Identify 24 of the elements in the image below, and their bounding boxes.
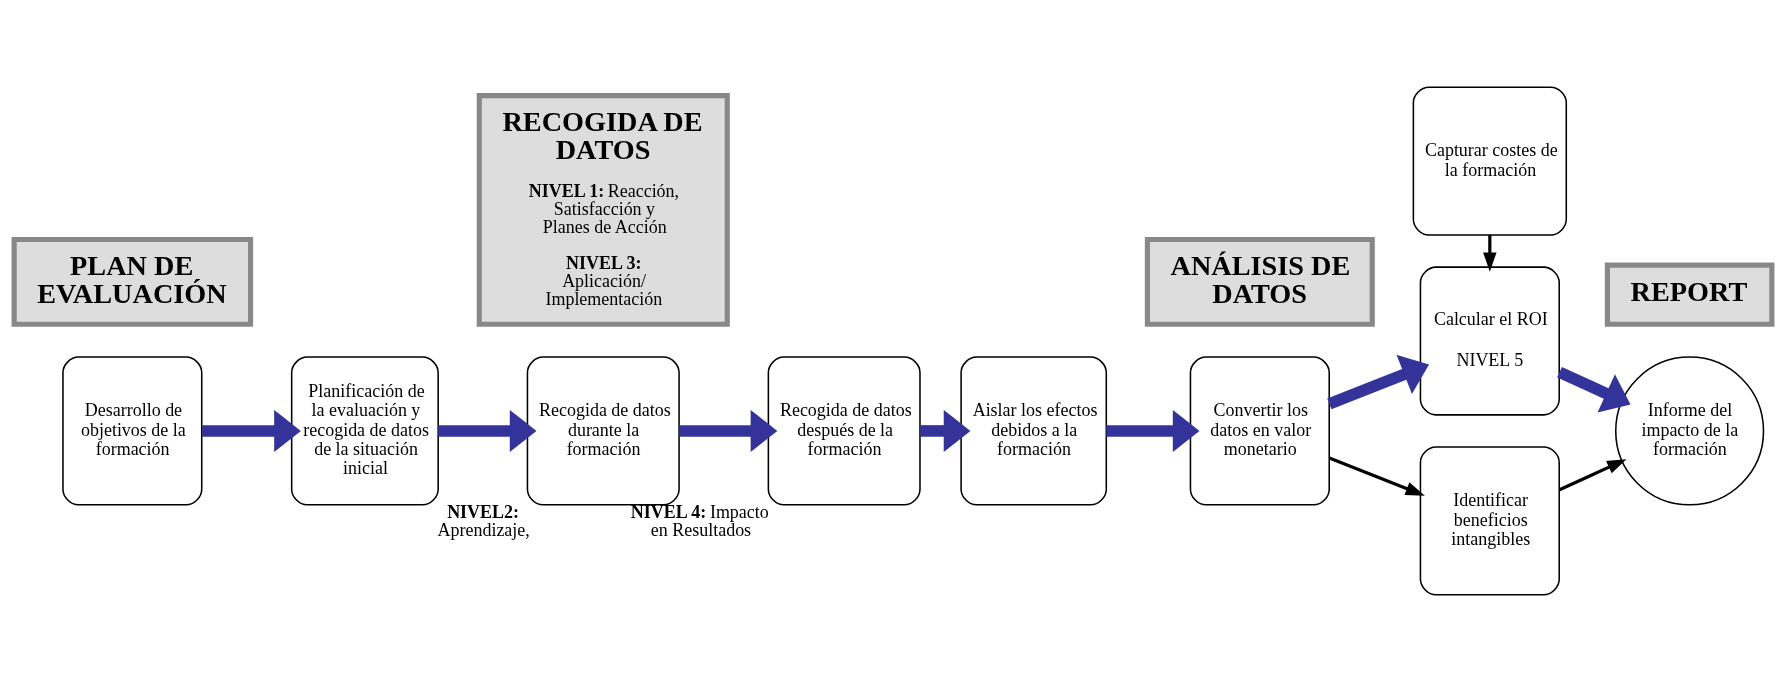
arrow <box>437 409 536 452</box>
node-box: Recogida de datos durante la formación <box>526 355 680 506</box>
arrow <box>1326 354 1429 409</box>
arrow <box>1328 455 1425 496</box>
node-box: Identificar beneficios intangibles <box>1419 445 1560 596</box>
node-box: Desarrollo de objetivos de la formación <box>61 355 202 506</box>
arrow <box>678 409 777 452</box>
node-box: Calcular el ROI NIVEL 5 <box>1419 265 1560 416</box>
arrow <box>919 409 970 452</box>
node-box: Convertir los datos en valor monetario <box>1189 355 1330 506</box>
node-circle: Informe del impacto de la formación <box>1614 355 1764 506</box>
arrow <box>1105 409 1199 452</box>
node-box: Recogida de datos después de la formación <box>767 355 921 506</box>
node-box: ANÁLISIS DE DATOS <box>1144 236 1375 327</box>
node-box: Planificación de la evaluación y recogida de datos de la situación inicial <box>290 355 439 506</box>
node-box: Capturar costes de la formación <box>1412 85 1567 236</box>
node-box: Aislar los efectos debidos a la formación <box>959 355 1107 506</box>
arrow <box>201 409 301 452</box>
node-box: PLAN DE EVALUACIÓN <box>11 236 253 327</box>
node-box: REPORT <box>1604 262 1774 327</box>
arrow <box>1556 366 1631 413</box>
arrow <box>1482 234 1497 272</box>
arrow <box>1558 458 1626 491</box>
node-box: RECOGIDA DE DATOS NIVEL 1: Reacción, Satisfacción y Planes de Acción NIVEL 3: Aplicación/ Implementación <box>476 92 730 327</box>
